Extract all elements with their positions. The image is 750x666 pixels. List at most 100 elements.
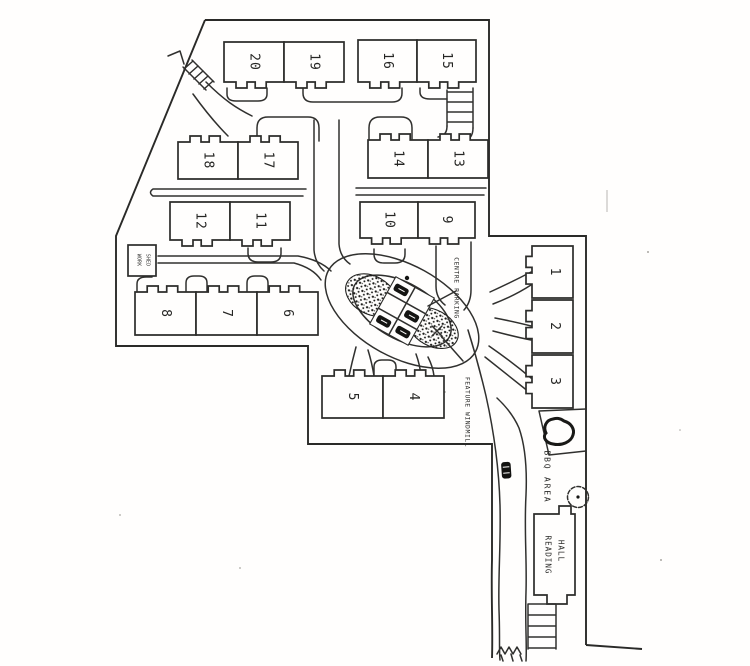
unit-2-label: 2 xyxy=(547,322,562,331)
unit-12: 12 xyxy=(169,201,231,247)
street-lower-left xyxy=(157,255,332,281)
centre-parking-strip xyxy=(435,241,472,311)
court-under-unit-11 xyxy=(247,247,282,263)
unit-3-label: 3 xyxy=(547,377,562,386)
unit-9-label: 9 xyxy=(439,216,454,225)
entrance-driveway xyxy=(192,81,253,137)
unit-13-label: 13 xyxy=(451,150,466,168)
bbq-area-label: BBQ AREA xyxy=(543,451,552,504)
island-parking xyxy=(368,275,436,347)
ring-road-outer xyxy=(324,253,480,369)
fan-driveway-unit-3 xyxy=(484,345,532,393)
unit-7: 7 xyxy=(195,285,258,336)
boundary-bottom-right-tick xyxy=(585,644,643,650)
unit-14-label: 14 xyxy=(391,150,406,168)
unit-16: 16 xyxy=(357,39,418,89)
street-mid-right xyxy=(355,187,487,196)
unit-20-label: 20 xyxy=(247,53,262,71)
unit-19-label: 19 xyxy=(307,53,322,71)
boundary-left-bottom xyxy=(115,19,494,659)
south-road-right-edge xyxy=(496,397,528,662)
north-parking-bays xyxy=(437,87,474,142)
unit-11-label: 11 xyxy=(253,212,268,230)
south-road-left-edge xyxy=(467,329,501,661)
reading-hall-building xyxy=(533,505,576,605)
unit-18: 18 xyxy=(177,135,239,180)
unit-5-label: 5 xyxy=(345,393,360,402)
court-under-units-10-9 xyxy=(373,248,406,264)
centre-parking-leader xyxy=(427,290,457,307)
unit-16-label: 16 xyxy=(380,52,395,70)
unit-19-outline xyxy=(283,41,345,89)
unit-1-label: 1 xyxy=(547,268,562,277)
unit-2: 2 xyxy=(525,299,574,354)
unit-17-outline xyxy=(237,135,299,180)
north-parking-lines xyxy=(446,87,474,129)
unit-17: 17 xyxy=(237,135,299,180)
arch-units-18-17 xyxy=(256,116,320,142)
reading-hall: READING HALL xyxy=(496,485,590,662)
centre-parking-label: CENTRE PARKING xyxy=(453,257,460,318)
entrance-gate xyxy=(167,50,253,137)
work-shed-building xyxy=(127,244,157,277)
car-on-road xyxy=(501,461,512,479)
unit-3-outline xyxy=(525,354,574,409)
unit-3: 3 xyxy=(525,354,574,409)
court-under-unit-20 xyxy=(226,87,268,102)
unit-6-label: 6 xyxy=(280,309,295,318)
unit-13: 13 xyxy=(427,133,489,179)
unit-17-label: 17 xyxy=(261,152,276,170)
centre-island xyxy=(345,273,464,362)
unit-15: 15 xyxy=(416,39,477,89)
fan-driveway-unit-1 xyxy=(489,271,532,305)
unit-5: 5 xyxy=(321,369,384,419)
gate-post-notch xyxy=(167,50,185,65)
unit-10-label: 10 xyxy=(382,211,397,229)
feeders-units-5-4 xyxy=(348,346,435,377)
scan-noise xyxy=(119,190,681,569)
car-body xyxy=(501,461,512,479)
unit-19: 19 xyxy=(283,41,345,89)
island-parking-dividers xyxy=(377,286,427,336)
arch-units-8-7 xyxy=(185,275,208,292)
tree-trunk-dot xyxy=(576,495,580,499)
unit-1: 1 xyxy=(525,245,574,299)
unit-9-outline xyxy=(417,201,476,245)
work-shed: WORK SHED xyxy=(127,244,157,277)
unit-6-outline xyxy=(256,285,319,336)
tree-icon xyxy=(566,485,590,509)
unit-18-label: 18 xyxy=(201,152,216,170)
central-road xyxy=(313,119,351,272)
unit-12-label: 12 xyxy=(193,212,208,230)
road-to-north-parking xyxy=(419,87,448,100)
bbq-area: BBQ AREA xyxy=(538,408,587,504)
unit-14: 14 xyxy=(367,133,429,179)
unit-4-label: 4 xyxy=(406,393,421,402)
unit-6: 6 xyxy=(256,285,319,336)
unit-13-outline xyxy=(427,133,489,179)
work-shed-label-line1: WORK xyxy=(136,254,142,266)
unit-11-outline xyxy=(229,201,291,247)
curve-unit-8-left xyxy=(136,276,153,292)
street-mid-left xyxy=(149,188,307,197)
fan-driveway-unit-2 xyxy=(492,317,532,341)
unit-11: 11 xyxy=(229,201,291,247)
court-under-units-19-16 xyxy=(302,87,403,103)
reading-hall-label-line2: HALL xyxy=(557,540,566,562)
unit-4: 4 xyxy=(382,369,445,419)
unit-9: 9 xyxy=(417,201,476,245)
bush-scribble xyxy=(496,646,523,662)
arch-units-14-13 xyxy=(368,116,413,140)
unit-8: 8 xyxy=(134,285,197,336)
unit-15-outline xyxy=(416,39,477,89)
boundary-top-right xyxy=(205,19,587,645)
arch-units-7-6 xyxy=(246,275,269,292)
feature-windmill-leader xyxy=(440,335,464,362)
unit-20: 20 xyxy=(223,41,285,89)
work-shed-label-line2: SHED xyxy=(145,254,151,266)
site-boundary xyxy=(115,19,643,659)
unit-15-label: 15 xyxy=(439,52,454,70)
